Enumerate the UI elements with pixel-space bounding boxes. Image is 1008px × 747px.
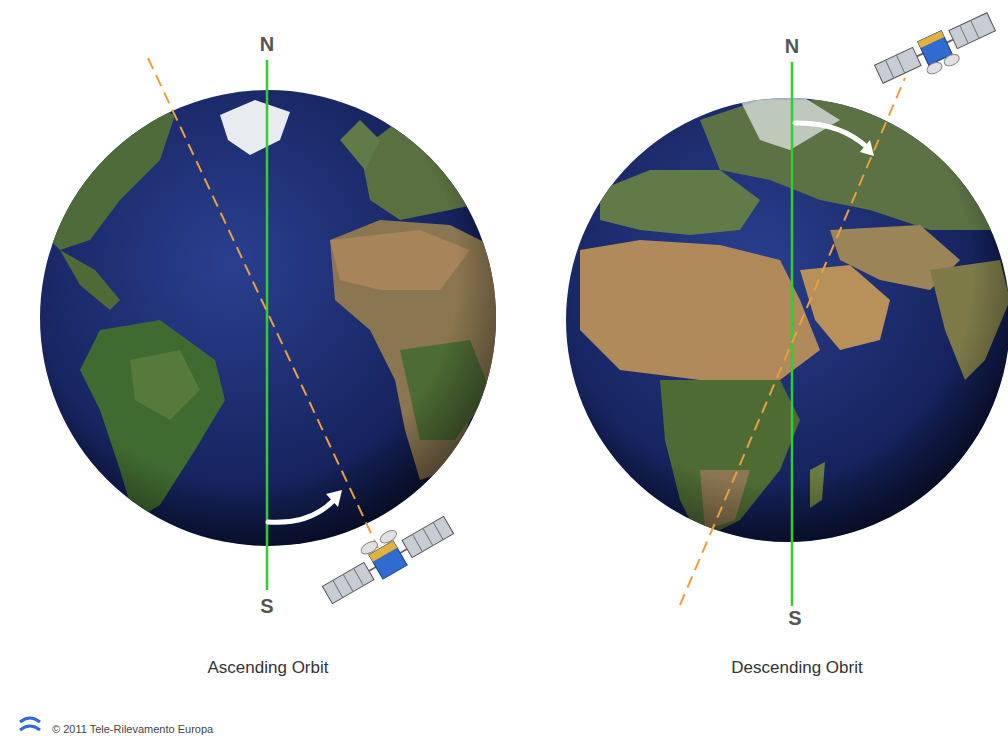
south-label: S [788,607,801,630]
satellite [315,503,456,607]
copyright-note: © 2011 Tele-Rilevamento Europa [52,723,213,735]
north-label: N [785,35,799,58]
south-label: S [260,595,273,618]
right-globe [566,95,1008,542]
satellite [873,10,1001,95]
company-logo [20,718,40,730]
axis-line [791,62,794,606]
axis-line [266,60,269,590]
rotation-arrow [795,123,874,156]
orbit-track [148,58,378,548]
north-label: N [260,33,274,56]
orbit-track [680,78,905,605]
rotation-arrow [268,490,342,522]
orbit-caption: Ascending Orbit [208,658,329,678]
orbit-caption: Descending Obrit [731,658,862,678]
